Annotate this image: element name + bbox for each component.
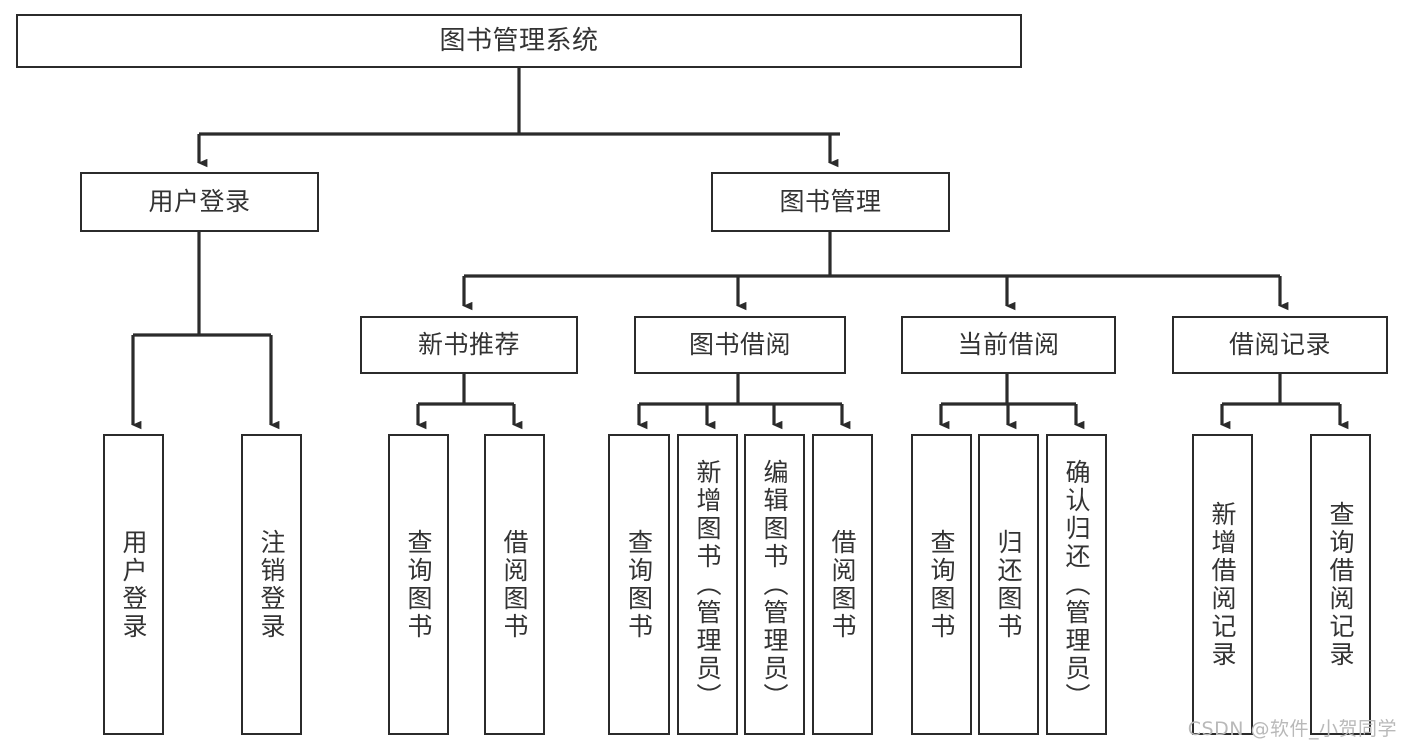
node-leaf-borrow-book-2[interactable]: 借阅图书	[812, 434, 873, 735]
node-label: 查询图书	[404, 528, 433, 641]
node-label: 归还图书	[994, 528, 1023, 641]
node-label: 确认归还（管理员）	[1062, 458, 1091, 711]
node-leaf-query-record[interactable]: 查询借阅记录	[1310, 434, 1371, 735]
node-leaf-query-book-3[interactable]: 查询图书	[911, 434, 972, 735]
node-leaf-user-login[interactable]: 用户登录	[103, 434, 164, 735]
node-label: 当前借阅	[957, 330, 1060, 360]
node-label: 借阅图书	[500, 528, 529, 641]
node-label: 查询借阅记录	[1326, 500, 1355, 669]
node-label: 注销登录	[257, 528, 286, 641]
node-leaf-confirm-return[interactable]: 确认归还（管理员）	[1046, 434, 1107, 735]
node-new-book-recommend[interactable]: 新书推荐	[360, 316, 578, 374]
node-label: 借阅记录	[1228, 330, 1331, 360]
node-leaf-query-book-1[interactable]: 查询图书	[388, 434, 449, 735]
node-label: 用户登录	[119, 528, 148, 641]
node-label: 新增图书（管理员）	[693, 458, 722, 711]
node-label: 图书借阅	[688, 330, 791, 360]
node-label: 图书管理	[779, 187, 882, 217]
node-book-management[interactable]: 图书管理	[711, 172, 950, 232]
node-leaf-borrow-book-1[interactable]: 借阅图书	[484, 434, 545, 735]
node-leaf-query-book-2[interactable]: 查询图书	[608, 434, 670, 735]
node-label: 编辑图书（管理员）	[760, 458, 789, 711]
node-leaf-logout[interactable]: 注销登录	[241, 434, 302, 735]
node-leaf-return-book[interactable]: 归还图书	[978, 434, 1039, 735]
node-label: 新书推荐	[417, 330, 520, 360]
node-label: 查询图书	[927, 528, 956, 641]
node-label: 查询图书	[624, 528, 654, 641]
node-leaf-edit-book[interactable]: 编辑图书（管理员）	[744, 434, 805, 735]
node-label: 用户登录	[148, 187, 251, 217]
node-label: 图书管理系统	[439, 25, 599, 56]
node-label: 新增借阅记录	[1208, 500, 1237, 669]
node-label: 借阅图书	[828, 528, 857, 641]
node-leaf-add-record[interactable]: 新增借阅记录	[1192, 434, 1253, 735]
node-leaf-add-book[interactable]: 新增图书（管理员）	[677, 434, 738, 735]
node-user-login[interactable]: 用户登录	[80, 172, 319, 232]
node-current-borrow[interactable]: 当前借阅	[901, 316, 1116, 374]
node-borrow-record[interactable]: 借阅记录	[1172, 316, 1388, 374]
node-book-management-system[interactable]: 图书管理系统	[16, 14, 1022, 68]
csdn-watermark: CSDN @软件_小贺同学	[1187, 718, 1397, 740]
node-book-borrow[interactable]: 图书借阅	[634, 316, 846, 374]
